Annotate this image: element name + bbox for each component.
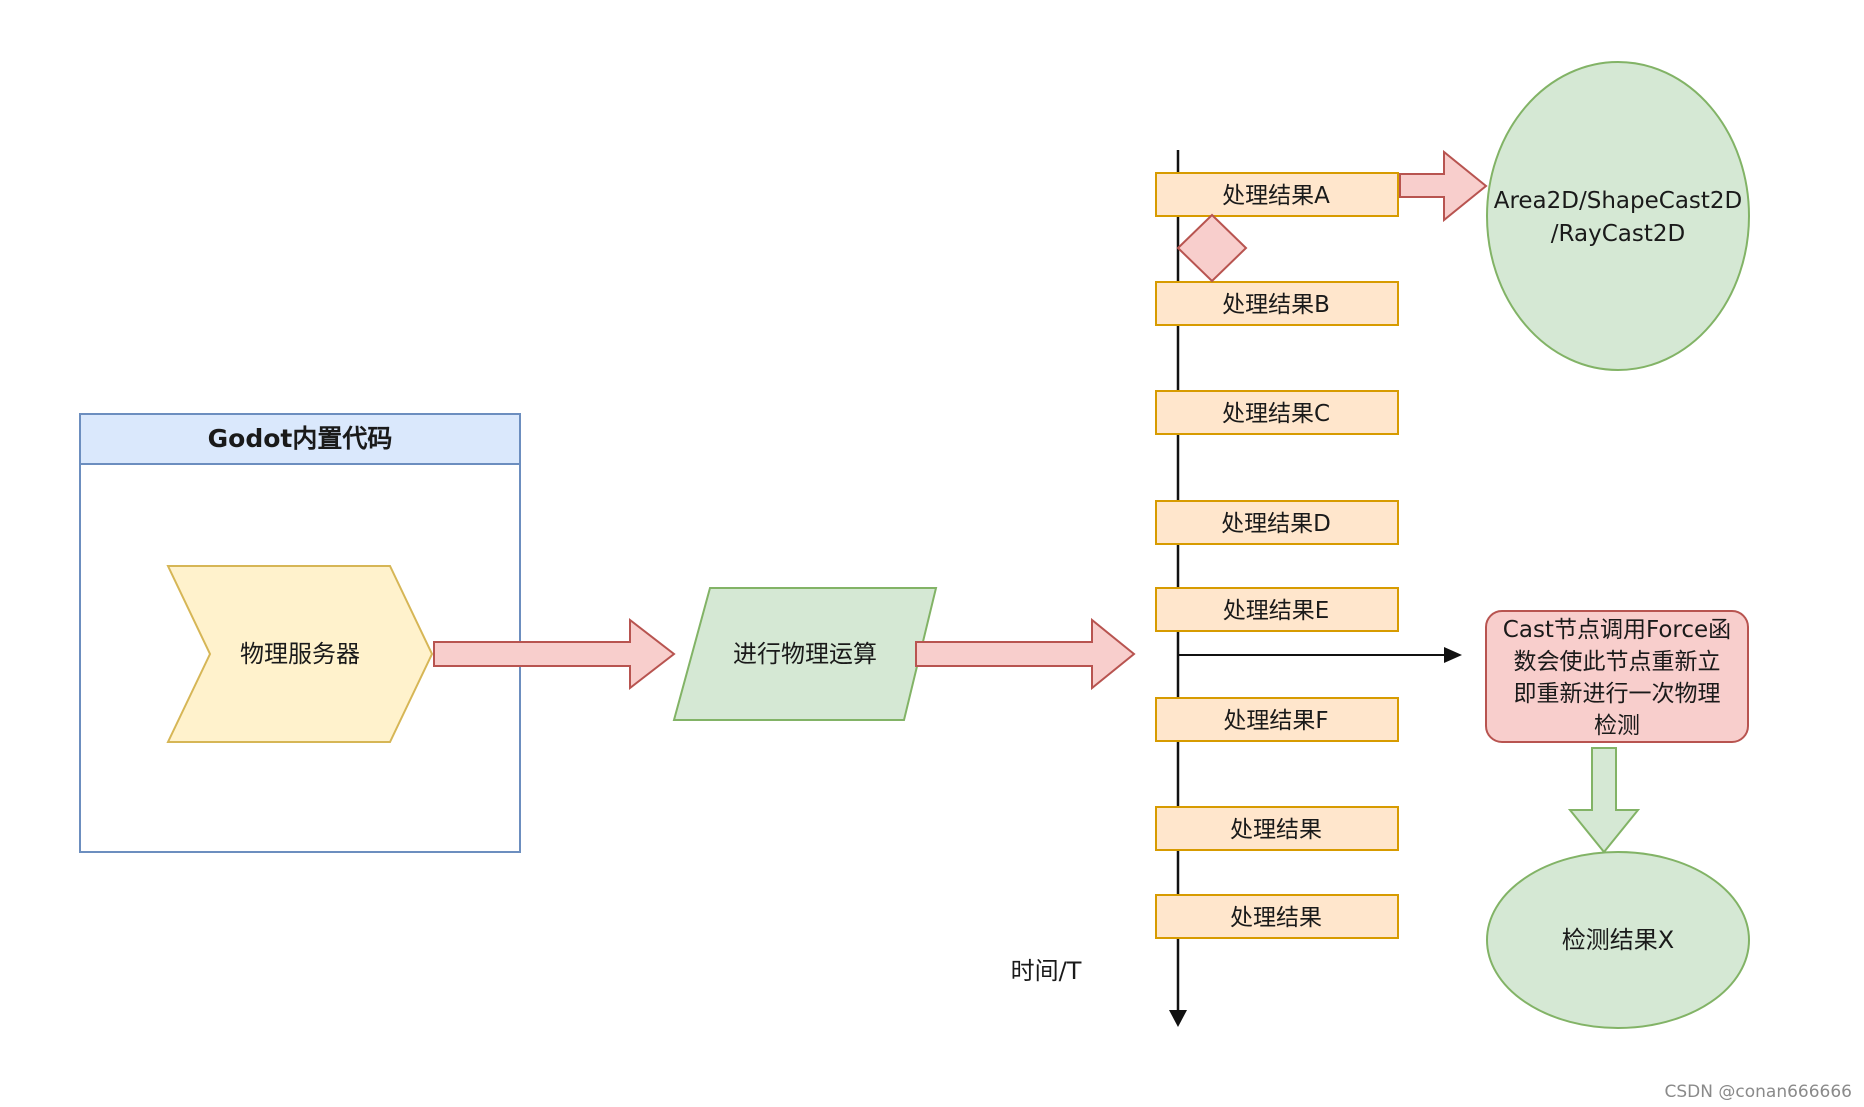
- block-arrow-compute-to-timeline: [915, 617, 1136, 691]
- force-note-box: Cast节点调用Force函 数会使此节点重新立 即重新进行一次物理 检测: [1485, 610, 1749, 743]
- result-box-g: 处理结果: [1155, 806, 1399, 851]
- decision-diamond: [1176, 213, 1248, 283]
- force-note-line1: Cast节点调用Force函: [1503, 617, 1731, 643]
- physics-compute-step: 进行物理运算: [672, 587, 938, 721]
- svg-text:处理结果: 处理结果: [1230, 817, 1322, 843]
- timeline-label: 时间/T: [1011, 957, 1082, 985]
- result-box-b: 处理结果B: [1155, 281, 1399, 326]
- detect-result-label: 检测结果X: [1562, 926, 1674, 954]
- godot-container: Godot内置代码: [79, 413, 521, 853]
- detect-result-ellipse: 检测结果X: [1486, 851, 1750, 1029]
- area-node-line2: /RayCast2D: [1551, 221, 1685, 247]
- svg-text:处理结果E: 处理结果E: [1223, 598, 1330, 624]
- block-arrow-result-to-area: [1399, 149, 1488, 223]
- result-box-h: 处理结果: [1155, 894, 1399, 939]
- force-note-line2: 数会使此节点重新立: [1514, 649, 1721, 675]
- force-note-line3: 即重新进行一次物理: [1514, 681, 1721, 707]
- physics-compute-label: 进行物理运算: [733, 640, 877, 668]
- area-node-line1: Area2D/ShapeCast2D: [1494, 188, 1743, 214]
- result-box-d: 处理结果D: [1155, 500, 1399, 545]
- result-box-a: 处理结果A: [1155, 172, 1399, 217]
- timeline-arrowhead: [1169, 1010, 1187, 1027]
- force-call-arrowhead: [1444, 647, 1462, 663]
- godot-container-title: Godot内置代码: [208, 424, 393, 453]
- godot-container-header: [79, 413, 521, 465]
- force-note-line4: 检测: [1594, 713, 1640, 739]
- svg-text:处理结果D: 处理结果D: [1221, 511, 1331, 537]
- block-arrow-note-to-result: [1567, 747, 1641, 854]
- svg-text:处理结果B: 处理结果B: [1222, 292, 1330, 318]
- result-box-c: 处理结果C: [1155, 390, 1399, 435]
- svg-text:处理结果A: 处理结果A: [1222, 183, 1330, 209]
- svg-text:处理结果: 处理结果: [1230, 905, 1322, 931]
- block-arrow-server-to-compute: [433, 617, 676, 691]
- physics-server-step: 物理服务器: [166, 565, 434, 743]
- area-node-ellipse: Area2D/ShapeCast2D /RayCast2D: [1486, 61, 1750, 371]
- svg-text:处理结果F: 处理结果F: [1223, 708, 1328, 734]
- svg-text:处理结果C: 处理结果C: [1222, 401, 1330, 427]
- result-box-f: 处理结果F: [1155, 697, 1399, 742]
- result-box-e: 处理结果E: [1155, 587, 1399, 632]
- physics-server-label: 物理服务器: [240, 640, 360, 668]
- watermark: CSDN @conan666666: [1665, 1082, 1852, 1102]
